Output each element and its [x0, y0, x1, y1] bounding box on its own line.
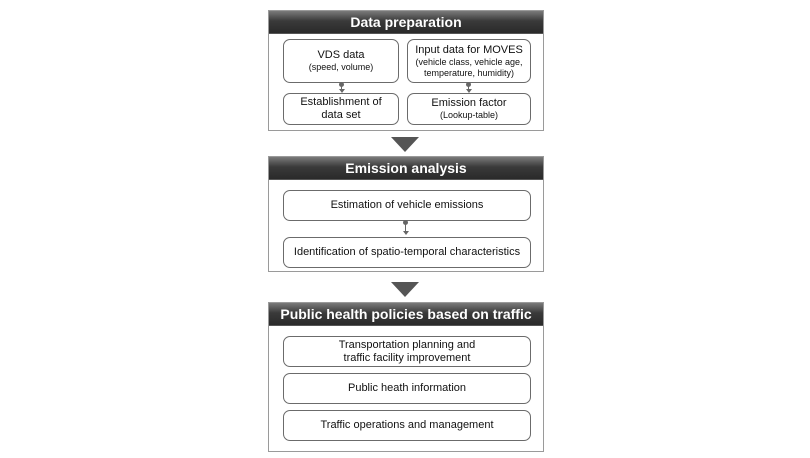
identification-text: Identification of spatio-temporal charac…	[293, 246, 521, 258]
connector-line	[341, 85, 342, 90]
moves-input-box: Input data for MOVES (vehicle class, veh…	[407, 39, 531, 83]
vds-data-box: VDS data (speed, volume)	[283, 39, 399, 83]
emission-analysis-panel: Emission analysis Estimation of vehicle …	[268, 156, 544, 272]
estimation-text: Estimation of vehicle emissions	[330, 199, 484, 211]
public-health-panel: Public health policies based on traffic …	[268, 302, 544, 452]
identification-box: Identification of spatio-temporal charac…	[283, 237, 531, 268]
public-health-title: Public health policies based on traffic	[269, 303, 543, 326]
connector-dot	[339, 82, 344, 87]
planning-text: Transportation planning and traffic faci…	[338, 338, 476, 364]
flow-arrow-down	[391, 137, 419, 152]
connector-arrowhead	[466, 89, 472, 93]
connector-line	[468, 85, 469, 90]
emission-factor-sub: (Lookup-table)	[439, 110, 499, 120]
establishment-box: Establishment of data set	[283, 93, 399, 125]
moves-input-title: Input data for MOVES	[415, 43, 523, 56]
moves-input-sub: (vehicle class, vehicle age, temperature…	[415, 56, 523, 78]
connector-dot	[466, 82, 471, 87]
establishment-text: Establishment of data set	[300, 96, 382, 121]
operations-box: Traffic operations and management	[283, 410, 531, 441]
flow-arrow-down	[391, 282, 419, 297]
planning-box: Transportation planning and traffic faci…	[283, 336, 531, 367]
connector-arrowhead	[339, 89, 345, 93]
data-preparation-title: Data preparation	[269, 11, 543, 34]
estimation-box: Estimation of vehicle emissions	[283, 190, 531, 221]
vds-data-sub: (speed, volume)	[308, 62, 374, 72]
vds-data-title: VDS data	[317, 49, 365, 61]
operations-text: Traffic operations and management	[320, 419, 494, 431]
emission-factor-title: Emission factor	[431, 97, 507, 109]
emission-analysis-title: Emission analysis	[269, 157, 543, 180]
connector-dot	[403, 220, 408, 225]
data-preparation-panel: Data preparation VDS data (speed, volume…	[268, 10, 544, 131]
public-health-info-text: Public heath information	[347, 382, 466, 394]
connector-line	[405, 223, 406, 232]
public-health-info-box: Public heath information	[283, 373, 531, 404]
connector-arrowhead	[403, 231, 409, 235]
emission-factor-box: Emission factor (Lookup-table)	[407, 93, 531, 125]
